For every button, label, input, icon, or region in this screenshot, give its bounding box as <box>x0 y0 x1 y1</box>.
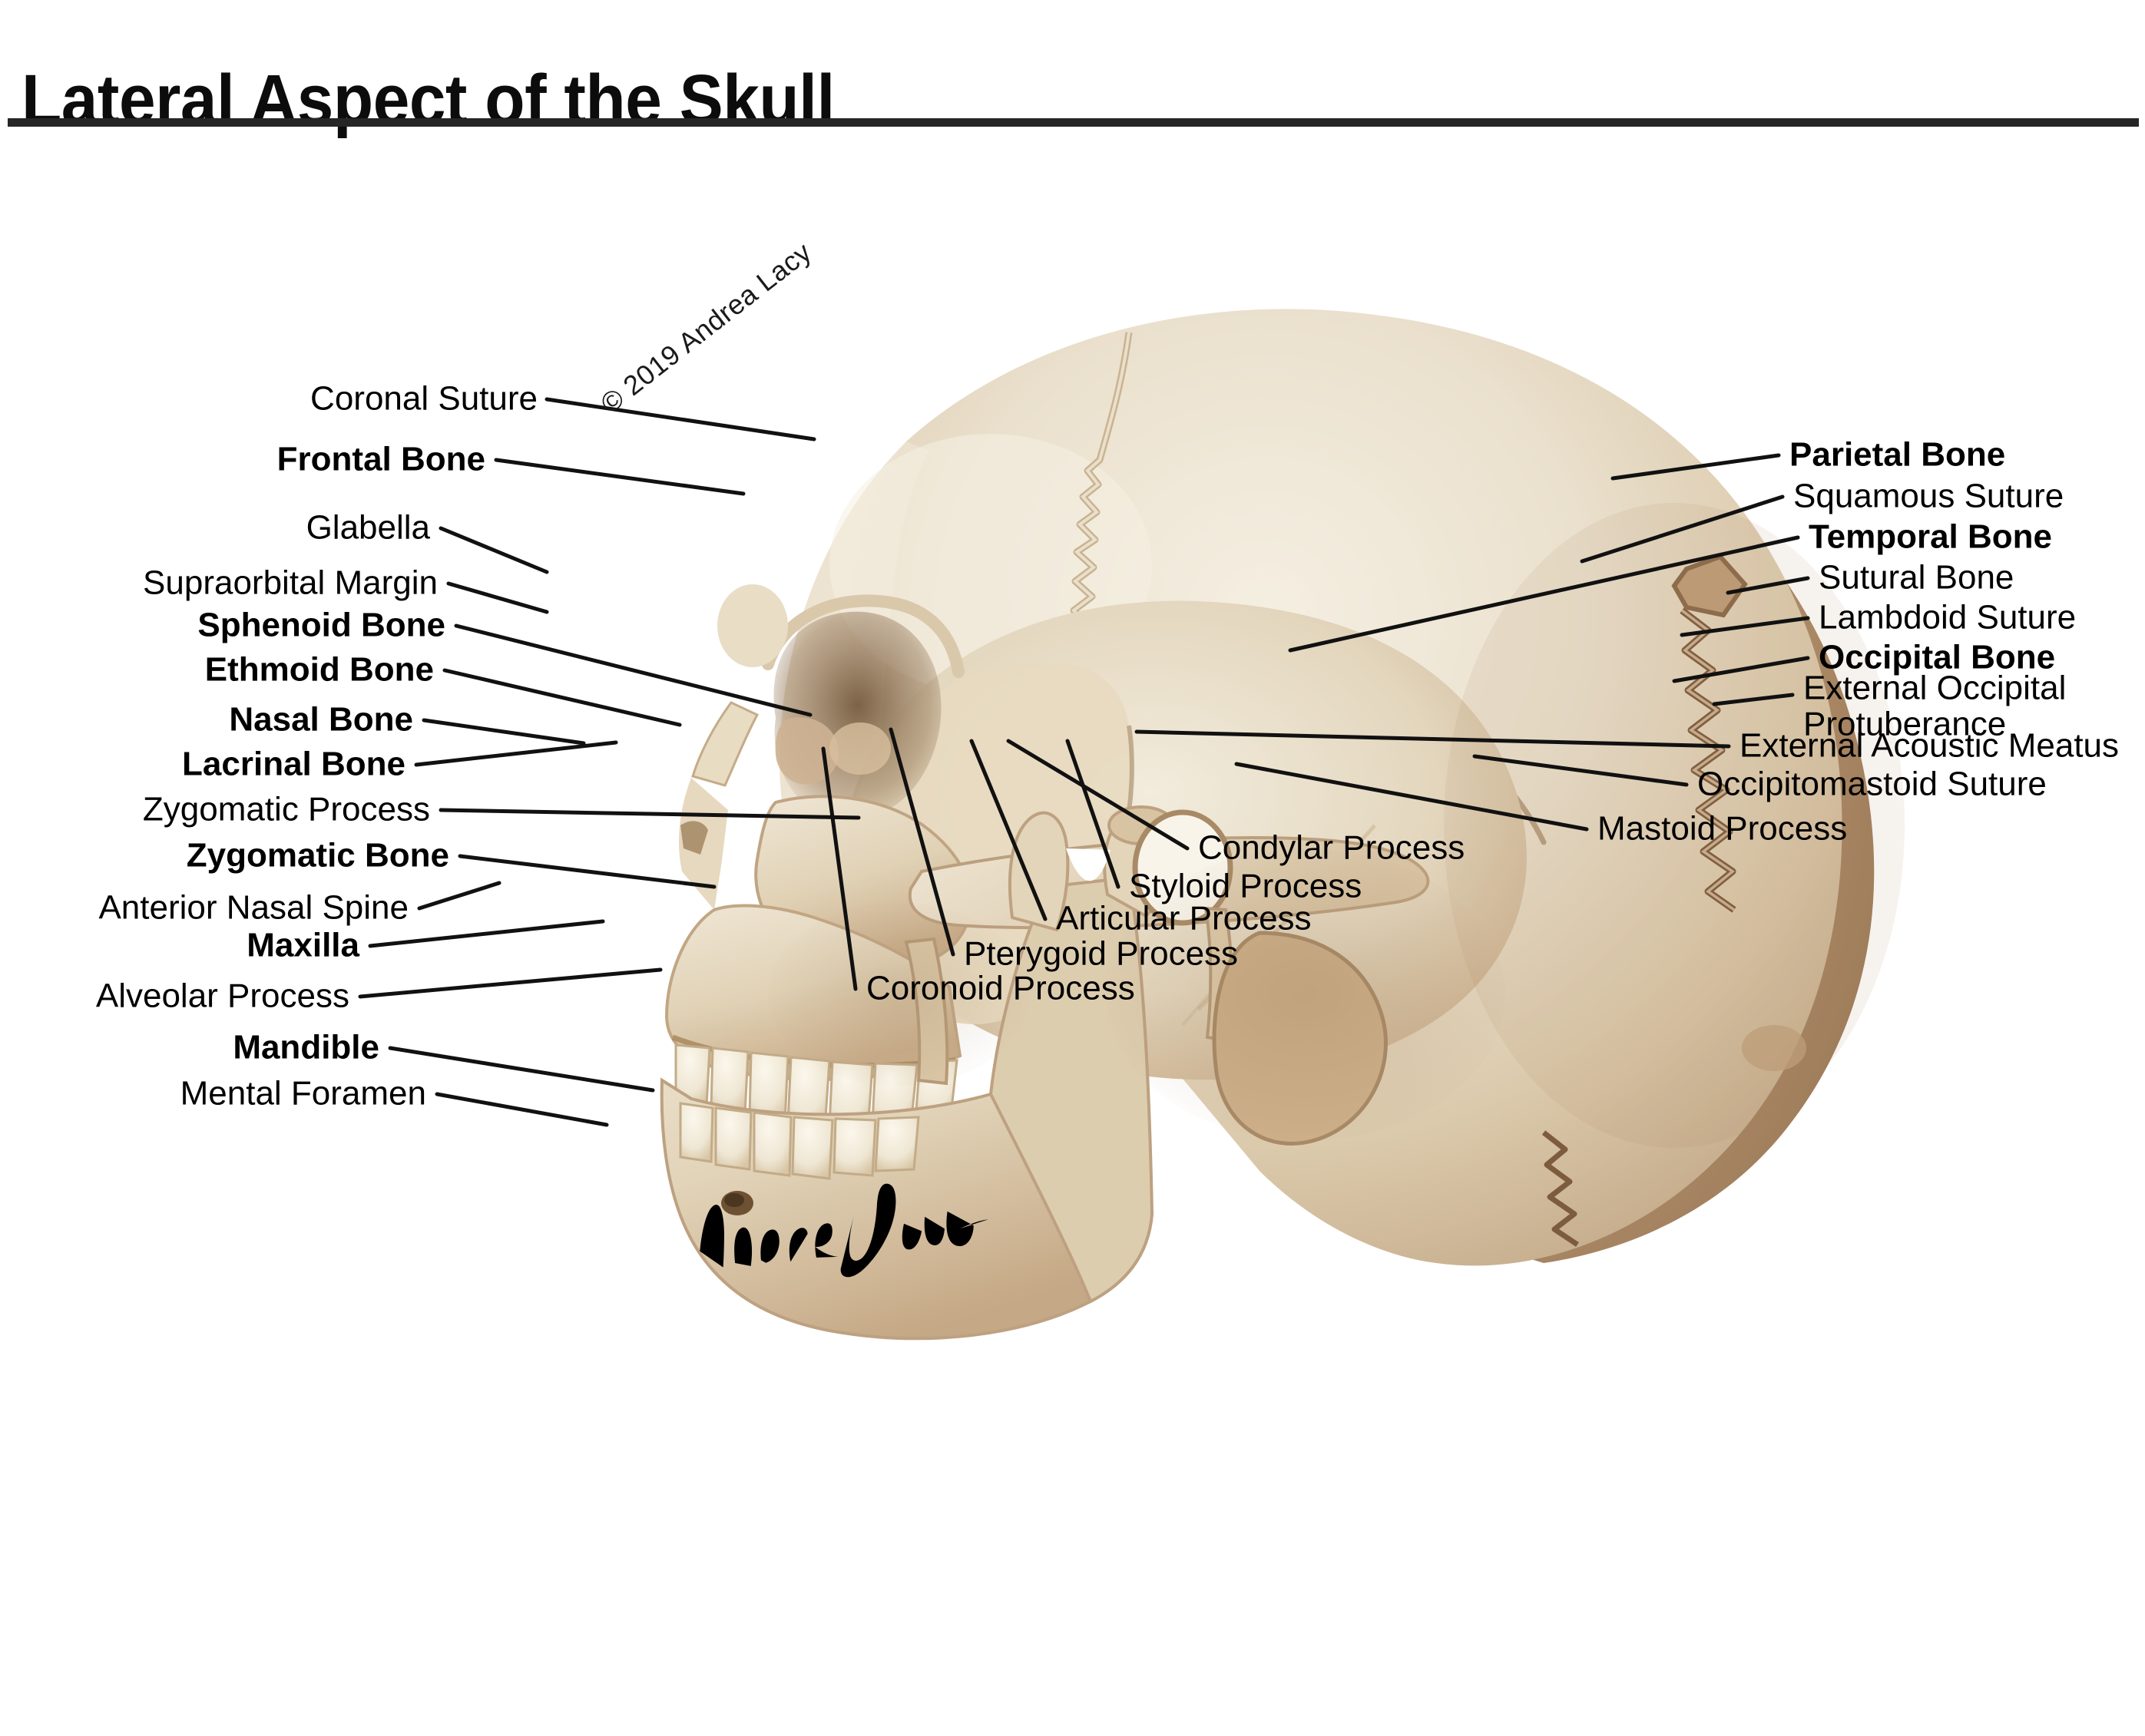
label-maxilla: Maxilla <box>247 926 359 964</box>
supraorbital-margin <box>762 594 965 678</box>
lambdoid-suture-highlight <box>1680 609 1736 911</box>
lacrimal-bone <box>775 717 839 785</box>
label-mental-foramen: Mental Foramen <box>180 1074 426 1113</box>
label-zygomatic-bone: Zygomatic Bone <box>186 836 449 875</box>
leader-line-sphenoid-bone <box>454 623 813 717</box>
label-styloid-process: Styloid Process <box>1129 867 1362 905</box>
label-condylar-process: Condylar Process <box>1198 828 1465 867</box>
leader-line-external-acoustic-meatus <box>1134 729 1731 749</box>
leader-line-temporal-bone <box>1288 535 1800 653</box>
label-pterygoid-process: Pterygoid Process <box>964 934 1239 973</box>
leader-line-coronal-suture <box>545 397 816 441</box>
label-squamous-suture: Squamous Suture <box>1793 477 2064 515</box>
leader-line-mastoid-process <box>1234 762 1589 832</box>
leader-line-coronoid-process <box>821 746 858 991</box>
label-mandible: Mandible <box>233 1028 379 1066</box>
label-sphenoid-bone: Sphenoid Bone <box>197 606 445 644</box>
label-anterior-nasal-spine: Anterior Nasal Spine <box>98 888 409 927</box>
label-lambdoid-suture: Lambdoid Suture <box>1819 598 2077 637</box>
leader-line-anterior-nasal-spine <box>417 881 501 911</box>
leader-line-zygomatic-bone <box>458 854 717 889</box>
label-zygomatic-process: Zygomatic Process <box>142 790 430 828</box>
label-external-occipital-protuberance: External Occipital Protuberance <box>1803 669 2067 742</box>
leader-line-pterygoid-process <box>889 727 955 957</box>
label-nasal-bone: Nasal Bone <box>229 700 413 739</box>
leader-line-styloid-process <box>1065 739 1120 889</box>
page-title: Lateral Aspect of the Skull <box>22 60 835 139</box>
infratemporal-shadow <box>1106 848 1505 1140</box>
leader-line-ethmoid-bone <box>442 668 682 727</box>
occipitomastoid-suture-line <box>1541 1130 1579 1247</box>
label-occipital-bone: Occipital Bone <box>1819 638 2056 676</box>
lower-teeth <box>679 1102 920 1180</box>
label-lacrinal-bone: Lacrinal Bone <box>182 745 405 783</box>
leader-line-alveolar-process <box>358 967 663 999</box>
leader-line-parietal-bone <box>1610 453 1781 481</box>
label-alveolar-process: Alveolar Process <box>95 977 349 1015</box>
leader-line-articular-process <box>969 739 1048 921</box>
leader-line-frontal-bone <box>494 458 746 496</box>
leader-line-external-occipital-protuberance <box>1712 693 1795 706</box>
leader-line-zygomatic-process <box>439 808 861 820</box>
leader-line-occipital-bone <box>1672 656 1810 683</box>
leader-line-squamous-suture <box>1580 494 1785 564</box>
leader-line-supraorbital-margin <box>446 581 549 614</box>
leader-line-lacrinal-bone <box>414 740 618 767</box>
mental-foramen-core <box>724 1193 744 1207</box>
nasal-notch <box>680 821 708 855</box>
artist-signature <box>700 1183 988 1278</box>
leader-line-occipitomastoid-suture <box>1472 754 1689 787</box>
label-coronal-suture: Coronal Suture <box>310 379 538 418</box>
leader-line-maxilla <box>368 919 605 948</box>
leader-line-glabella <box>439 526 549 574</box>
label-coronoid-process: Coronoid Process <box>866 969 1135 1007</box>
skull-illustration <box>358 309 1905 1341</box>
label-sutural-bone: Sutural Bone <box>1819 558 2014 597</box>
label-glabella: Glabella <box>306 508 430 547</box>
title-divider <box>8 118 2139 127</box>
coronoid-process <box>1008 811 1070 932</box>
leader-line-lambdoid-suture <box>1680 616 1810 637</box>
label-mastoid-process: Mastoid Process <box>1597 809 1848 848</box>
label-ethmoid-bone: Ethmoid Bone <box>204 650 434 689</box>
leader-line-mental-foramen <box>435 1092 609 1127</box>
leader-line-mandible <box>388 1046 655 1093</box>
label-parietal-bone: Parietal Bone <box>1789 435 2006 474</box>
label-supraorbital-margin: Supraorbital Margin <box>143 564 438 602</box>
leader-line-condylar-process <box>1006 739 1190 851</box>
leader-line-nasal-bone <box>422 718 586 746</box>
label-frontal-bone: Frontal Bone <box>276 440 485 478</box>
leader-line-sutural-bone <box>1726 576 1810 595</box>
occipital-shadow <box>1444 503 1905 1148</box>
glabella <box>717 584 788 667</box>
maxilla-shadow <box>768 902 1029 1086</box>
label-temporal-bone: Temporal Bone <box>1809 517 2053 556</box>
external-occipital-protuberance <box>1742 1025 1806 1071</box>
leader-lines <box>358 397 1810 1127</box>
label-occipitomastoid-suture: Occipitomastoid Suture <box>1697 765 2047 803</box>
label-articular-process: Articular Process <box>1056 899 1312 937</box>
ethmoid-bone <box>829 723 891 775</box>
label-external-acoustic-meatus: External Acoustic Meatus <box>1740 726 2120 765</box>
nasal-bone <box>691 701 760 787</box>
mandibular-notch <box>1066 848 1111 881</box>
